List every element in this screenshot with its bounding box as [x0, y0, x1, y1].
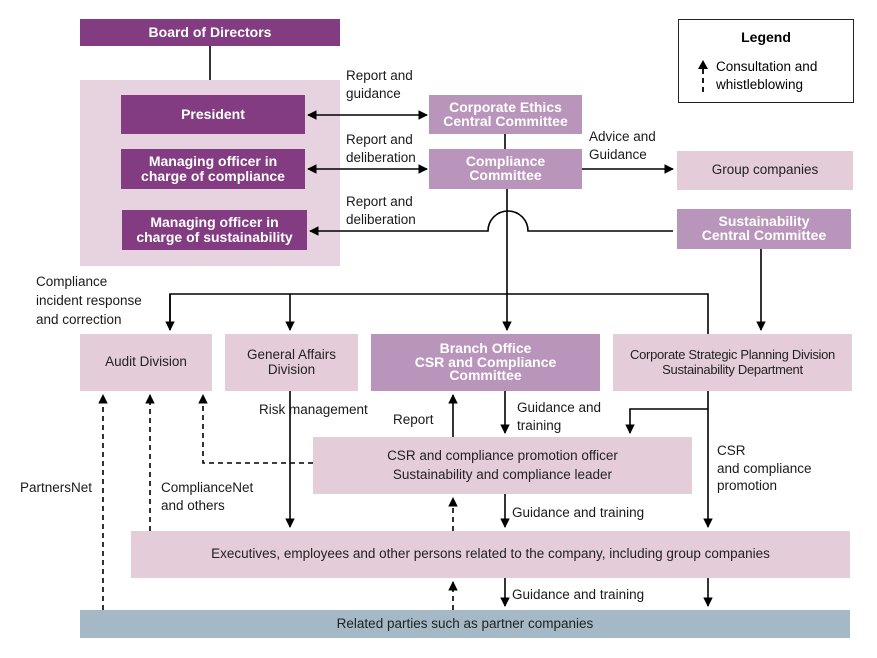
legend-line: whistleblowing [716, 76, 804, 92]
legend-item-label: Consultation and whistleblowing [716, 58, 817, 93]
label-line: training [517, 417, 562, 433]
label-line: Guidance and [517, 400, 602, 415]
node-label-line1: Managing officer in [150, 213, 279, 230]
node-label: President [181, 105, 245, 122]
node-label: Board of Directors [148, 23, 272, 40]
label-risk-management: Risk management [259, 401, 368, 419]
label-report-guidance: Report and guidance [346, 67, 413, 102]
label-line: Guidance [589, 146, 647, 162]
label-line: Risk management [259, 402, 368, 417]
node-label-line1: Managing officer in [148, 152, 278, 169]
node-label: Related parties such as partner companie… [336, 615, 594, 631]
node-board-of-directors: Board of Directors [80, 19, 340, 46]
label-line: deliberation [346, 211, 416, 227]
label-line: Report and [346, 132, 413, 147]
label-line: incident response [36, 292, 142, 308]
node-label-line2: CSR and Compliance [414, 353, 557, 370]
label-line: Advice and [589, 129, 656, 144]
node-label-line2: Central Committee [701, 227, 827, 243]
label-line: deliberation [346, 149, 416, 165]
node-label-line2: Committee [469, 167, 542, 183]
dashed-arrow-officer-to-audit [198, 394, 313, 464]
arrow-strategic-to-officer [625, 408, 708, 434]
node-label-line2: Division [267, 361, 316, 377]
node-label-line1: Compliance [465, 153, 546, 170]
node-label-line1: General Affairs [246, 346, 337, 362]
legend-line: Consultation and [716, 59, 818, 74]
label-report-deliberation-2: Report and deliberation [346, 193, 416, 228]
node-label-line2: charge of compliance [141, 168, 285, 184]
node-label-line1: Corporate Ethics [449, 98, 562, 115]
label-line: PartnersNet [20, 480, 93, 495]
distribution-line [169, 293, 709, 334]
node-related-parties: Related parties such as partner companie… [80, 610, 850, 638]
label-line: promotion [717, 478, 778, 494]
label-line: Guidance and training [512, 505, 645, 520]
node-label-line2: Sustainability and compliance leader [392, 466, 613, 482]
label-line: Guidance and training [512, 587, 645, 602]
legend: Legend Consultation and whistleblowing [678, 19, 854, 103]
label-csr-promotion: CSR and compliance promotion [717, 442, 812, 495]
label-line: and compliance [717, 460, 812, 476]
label-guidance-training-2: Guidance and training [512, 504, 644, 522]
node-label: Audit Division [105, 354, 187, 370]
legend-title: Legend [741, 29, 791, 45]
node-executives-employees: Executives, employees and other persons … [131, 531, 850, 578]
node-label-line2: Sustainability Department [662, 361, 803, 377]
label-compliancenet: ComplianceNet and others [161, 479, 253, 514]
node-audit-division: Audit Division [80, 334, 212, 391]
dashed-arrow-up-icon [698, 60, 708, 94]
node-label: Executives, employees and other persons … [211, 546, 770, 562]
node-group-companies: Group companies [677, 151, 853, 190]
node-label-line1: Sustainability [718, 213, 810, 230]
label-line: ComplianceNet [161, 480, 254, 495]
label-line: Compliance [36, 274, 108, 289]
node-label-line1: Branch Office [439, 339, 532, 356]
label-report-deliberation-1: Report and deliberation [346, 131, 416, 166]
label-incident-response: Compliance incident response and correctio… [36, 273, 142, 330]
label-line: Report [393, 412, 434, 427]
label-line: Report and [346, 194, 413, 209]
label-partnersnet: PartnersNet [20, 479, 92, 497]
label-line: CSR [717, 443, 746, 458]
node-label: Group companies [711, 162, 819, 178]
node-label-line2: charge of sustainability [136, 229, 293, 245]
label-guidance-training-1: Guidance and training [517, 399, 601, 434]
arrow-sustainability-officer-committee [309, 210, 673, 236]
node-label-line1: CSR and compliance promotion officer [387, 448, 618, 464]
label-line: Report and [346, 68, 413, 83]
node-president: President [121, 95, 305, 134]
label-report: Report [393, 411, 434, 429]
label-guidance-training-3: Guidance and training [512, 586, 644, 604]
label-line: and others [161, 497, 225, 513]
node-label-line1: Corporate Strategic Planning Division [630, 347, 835, 363]
node-label-line2: Central Committee [443, 112, 568, 129]
label-line: guidance [346, 85, 401, 101]
node-label-line3: Committee [449, 367, 522, 384]
label-line: and correction [36, 311, 122, 327]
